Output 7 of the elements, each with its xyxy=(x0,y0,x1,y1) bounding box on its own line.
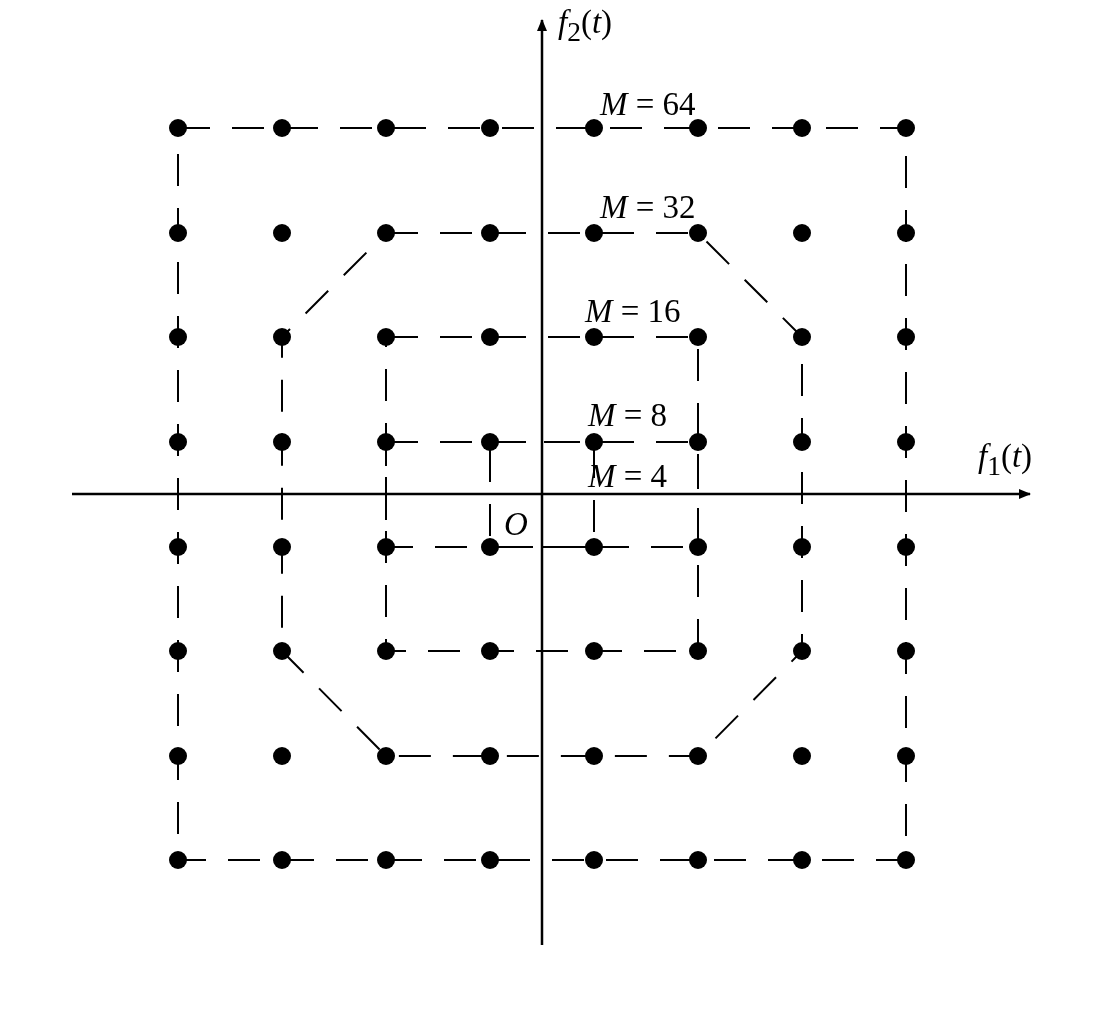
axis-label: f$_{1}$(t) xyxy=(978,440,1033,480)
constellation-size-label: M = 32 xyxy=(600,191,696,224)
constellation-size-label: M = 64 xyxy=(600,88,696,121)
origin-label: O xyxy=(504,508,528,541)
constellation-size-label: M = 8 xyxy=(588,399,668,432)
axis-label: f$_{2}$(t) xyxy=(558,6,613,46)
constellation-size-label: M = 16 xyxy=(585,295,681,328)
